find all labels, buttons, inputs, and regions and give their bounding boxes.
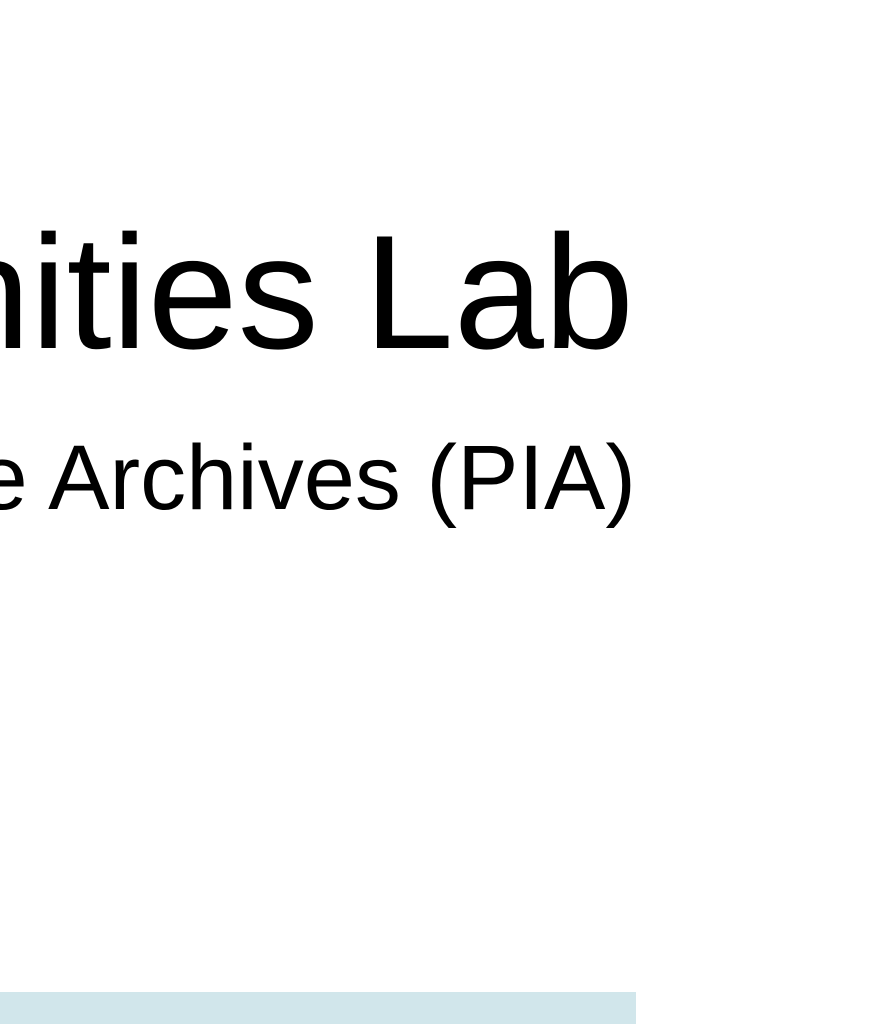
slide-subtitle: e Archives (PIA) xyxy=(0,427,636,529)
footer-band xyxy=(0,992,636,1024)
slide-title: nities Lab xyxy=(0,202,634,383)
